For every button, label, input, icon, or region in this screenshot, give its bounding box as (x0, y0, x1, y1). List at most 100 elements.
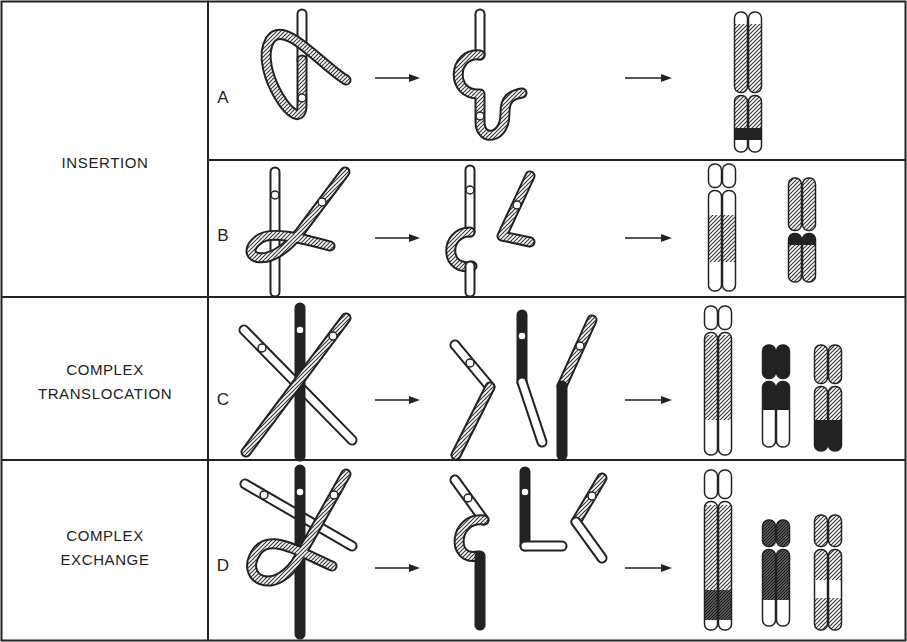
chromatid-band (829, 550, 842, 581)
chromatid-outline (763, 520, 776, 547)
chromatid-band (777, 410, 790, 447)
chromatid-bands (705, 333, 718, 456)
table-divider (207, 2, 209, 641)
chromosome-strand-outline (557, 386, 568, 455)
arrow-head (661, 234, 672, 242)
row-letter: B (212, 226, 234, 246)
chromatid-band (763, 600, 776, 626)
chromatid-band (719, 590, 732, 620)
chromatid-outline (777, 550, 790, 627)
chromatid-bands (763, 382, 776, 448)
chromosome-strand-outline (252, 474, 346, 581)
chromosome-strand (455, 345, 490, 387)
chromatid-band (709, 262, 722, 291)
chromosome-strand (477, 556, 484, 625)
chromosome-strand (266, 34, 346, 114)
chromosome-strand (559, 386, 566, 455)
row-letter: C (212, 390, 234, 410)
chromatid-bands (777, 520, 790, 547)
chromosome-strand (455, 480, 484, 520)
metaphase-chromosome (815, 345, 842, 451)
metaphase-chromosome (763, 345, 790, 447)
chromosome-strand-outline (525, 541, 562, 552)
chromatid-bands (705, 306, 718, 330)
metaphase-chromosome (735, 12, 762, 152)
chromatid-outline (777, 382, 790, 448)
chromosome-strand (525, 543, 562, 550)
chromatid-band (777, 345, 790, 379)
chromatid-band (705, 505, 718, 590)
chromatid-band (763, 345, 776, 379)
chromatid-bands (749, 12, 762, 93)
chromatid-band (719, 470, 732, 499)
chromatid-band (709, 215, 722, 262)
centromere (318, 198, 326, 206)
row-letter: A (212, 88, 234, 108)
chromatid-band (719, 335, 732, 420)
arrow-head (409, 74, 420, 82)
chromatid-outline (705, 333, 718, 456)
chromatid-band (723, 191, 736, 216)
metaphase-chromosome (705, 306, 732, 455)
chromatid-bands (763, 345, 776, 379)
chromosome-strand (519, 315, 526, 382)
chromatid-band (705, 335, 718, 420)
chromatid-band (709, 191, 722, 216)
chromatid-band (705, 420, 718, 455)
chromatid-band (777, 550, 790, 601)
chromatid-band (829, 345, 842, 384)
chromatid-bands (719, 333, 732, 456)
chromatid-band (763, 520, 776, 547)
chromosome-strand (467, 170, 474, 232)
centromere (466, 186, 474, 194)
chromatid-band (709, 164, 722, 188)
arrow-shaft (375, 399, 412, 401)
chromatid-band (815, 580, 828, 598)
chromosome-strand-outline (251, 172, 345, 258)
centromere (296, 326, 304, 334)
chromosome-strand (576, 478, 602, 522)
row-letter: D (212, 556, 234, 576)
chromatid-outline (735, 12, 748, 93)
chromatid-bands (719, 306, 732, 330)
chromatid-band (749, 24, 762, 93)
chromatid-bands (723, 191, 736, 292)
chromatid-outline (763, 345, 776, 379)
chromatid-outline (709, 164, 722, 188)
centromere (296, 488, 304, 496)
chromatid-bands (735, 12, 748, 93)
chromosome-strand (522, 472, 529, 546)
chromatid-band (777, 600, 790, 626)
metaphase-chromosome (789, 178, 816, 282)
chromatid-band (749, 96, 762, 129)
chromosome-strand-outline (465, 266, 476, 292)
chromatid-band (829, 515, 842, 547)
chromosome-strand-outline (455, 345, 490, 387)
chromatid-outline (815, 387, 828, 452)
chromatid-band (705, 306, 718, 330)
chromatid-outline (803, 178, 816, 231)
chromosome-strand-outline (475, 556, 486, 625)
chromatid-bands (705, 502, 718, 631)
chromosome-strand-outline (562, 320, 592, 386)
arrow-shaft (625, 237, 664, 239)
chromatid-band (777, 520, 790, 547)
chromatid-bands (719, 470, 732, 499)
chromatid-band (735, 24, 748, 93)
chromatid-outline (705, 502, 718, 631)
chromatid-outline (829, 345, 842, 384)
chromatid-outline (705, 306, 718, 330)
centromere (521, 488, 529, 496)
chromatid-bands (749, 96, 762, 153)
chromatid-bands (789, 234, 802, 283)
centromere (476, 112, 484, 120)
chromosome-strand-outline (576, 522, 602, 558)
arrow-head (409, 564, 420, 572)
chromatid-bands (789, 178, 802, 231)
row-label: INSERTION (4, 151, 206, 175)
chromatid-band (723, 215, 736, 262)
chromatid-bands (735, 96, 748, 153)
chromosome-strand-outline (576, 478, 602, 522)
